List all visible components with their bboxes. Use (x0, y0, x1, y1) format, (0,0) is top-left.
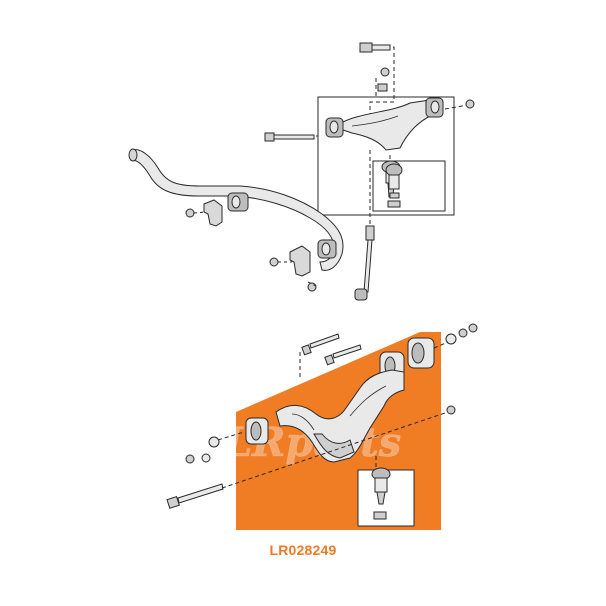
lower-washer-front-2 (201, 453, 211, 463)
lower-control-arm (275, 369, 405, 463)
lower-ball-joint (371, 467, 391, 520)
anti-roll-bar-clamp-left (203, 199, 223, 227)
anti-roll-bar (131, 149, 344, 271)
anti-roll-bar-clamp-right (289, 245, 311, 277)
upper-control-arm (342, 99, 433, 151)
part-number-label: LR028249 (269, 542, 337, 558)
upper-arm-bushing-right (425, 97, 444, 118)
drop-link-nut (307, 282, 317, 292)
upper-nut-2 (377, 83, 388, 92)
lower-leader-lines (217, 341, 449, 489)
upper-arm-bolt (264, 132, 315, 142)
lower-washer-top (445, 333, 457, 345)
lower-assembly (166, 323, 478, 527)
anti-roll-bar-end (128, 148, 138, 162)
upper-arm-nut (465, 99, 475, 109)
upper-nut-1 (380, 67, 390, 77)
upper-assembly (128, 42, 475, 301)
lower-arm-rear-bushing (407, 337, 435, 369)
lower-arm-underside (313, 433, 355, 459)
anti-roll-bar-bushing-right (317, 239, 337, 259)
lower-nut-top-1 (458, 328, 468, 338)
clamp-nut-right (269, 257, 279, 267)
lower-nut-front (185, 454, 195, 464)
upper-arm-detail-frame (317, 96, 455, 216)
lower-nut-top-2 (468, 323, 478, 333)
anti-roll-bar-bushing-left (227, 192, 249, 212)
stabilizer-drop-link (354, 225, 375, 301)
lower-bolt-1 (301, 333, 340, 356)
lower-arm-front-bushing (245, 417, 269, 445)
clamp-nut-left (185, 208, 195, 218)
lower-arm-long-bolt (166, 483, 224, 509)
clamp-leader-lines (193, 211, 317, 287)
lower-washer-front-1 (208, 436, 220, 448)
upper-inset-balljoint (385, 163, 403, 208)
upper-arm-bushing-left (325, 117, 344, 138)
upper-bolt (359, 42, 391, 53)
lower-bolt-2 (324, 344, 362, 366)
lower-nut-mid (446, 405, 456, 415)
